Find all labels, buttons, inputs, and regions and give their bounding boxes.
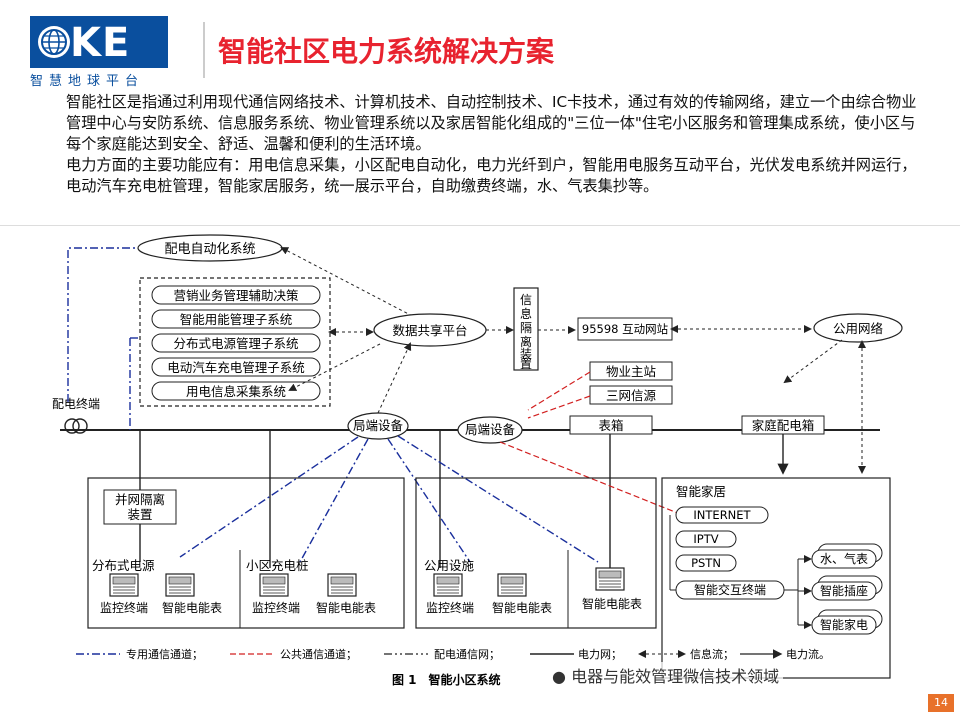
legend-power-flow: 电力流。 (786, 647, 830, 661)
svg-text:信息隔离装置: 信息隔离装置 (520, 293, 532, 371)
meter-icon (327, 573, 357, 597)
local-device-label: 局端设备 (353, 418, 404, 433)
device-label: 水、气表 (820, 551, 868, 566)
header-divider (203, 22, 205, 78)
smart-home-item: IPTV (693, 532, 718, 546)
meter-box-node: 表箱 (569, 415, 653, 435)
property-station-label: 物业主站 (606, 364, 656, 379)
intro-text: 智能社区是指通过利用现代通信网络技术、计算机技术、自动控制技术、IC卡技术，通过… (66, 92, 926, 197)
device-label: 智能插座 (820, 583, 868, 598)
smart-home-item: PSTN (691, 556, 721, 570)
local-device-node-2: 局端设备 (457, 416, 523, 444)
smart-meter-label: 智能电能表 (162, 600, 222, 615)
data-sharing-platform-node: 数据共享平台 (373, 313, 487, 347)
distribution-automation-label: 配电自动化系统 (164, 242, 255, 257)
page-title: 智能社区电力系统解决方案 (218, 35, 555, 68)
legend: 专用通信通道； 公共通信通道； 配电通信网； 电力网； 信息流； 电力流。 (76, 647, 830, 661)
meter-icon (595, 567, 625, 591)
data-sharing-platform-label: 数据共享平台 (392, 323, 467, 338)
figure-caption: 图 1 智能小区系统 (392, 672, 501, 687)
legend-public: 公共通信通道； (280, 647, 357, 661)
local-device-node-1: 局端设备 (347, 412, 409, 440)
wechat-icon: ● (552, 667, 566, 686)
distributed-power-label: 分布式电源 (92, 558, 155, 573)
meter-icon (497, 573, 527, 597)
home-distribution-label: 家庭配电箱 (752, 418, 815, 433)
grid-isolation-device: 并网隔离 装置 (103, 489, 177, 525)
public-facilities-box (415, 477, 657, 629)
intro-paragraph-2: 电力方面的主要功能应有：用电信息采集，小区配电自动化，电力光纤到户，智能用电服务… (66, 156, 917, 195)
intro-paragraph-1: 智能社区是指通过利用现代通信网络技术、计算机技术、自动控制技术、IC卡技术，通过… (66, 93, 917, 153)
page-number-badge: 14 (928, 694, 954, 712)
local-device-label: 局端设备 (465, 422, 516, 437)
svg-text:装置: 装置 (127, 507, 152, 522)
device-label: 智能家电 (820, 617, 868, 632)
distribution-terminal-label: 配电终端 (52, 396, 100, 411)
subsystem-list: 营销业务管理辅助决策 智能用能管理子系统 分布式电源管理子系统 电动汽车充电管理… (151, 285, 321, 401)
legend-distribution: 配电通信网； (434, 648, 500, 661)
distribution-automation-node: 配电自动化系统 (137, 234, 283, 262)
public-network-node: 公用网络 (813, 313, 903, 343)
interactive-site-label: 95598 互动网站 (582, 322, 669, 336)
distributed-power-box (87, 477, 405, 629)
meter-box-label: 表箱 (598, 418, 623, 433)
smart-home-item: INTERNET (693, 508, 751, 522)
globe-icon (38, 26, 70, 58)
meter-icon (165, 573, 195, 597)
svg-text:并网隔离: 并网隔离 (115, 492, 165, 507)
logo-text: KE (70, 20, 131, 66)
home-distribution-node: 家庭配电箱 (741, 415, 825, 435)
subsystem-item: 用电信息采集系统 (186, 384, 286, 399)
company-logo: KE (30, 16, 168, 68)
automation-link (67, 247, 138, 402)
charging-pile-label: 小区充电桩 (246, 558, 309, 573)
property-station-node: 物业主站 (589, 361, 673, 381)
public-facilities-label: 公用设施 (424, 558, 475, 573)
subsystem-item: 电动汽车充电管理子系统 (167, 360, 305, 375)
monitoring-terminal-label: 监控终端 (252, 600, 300, 615)
smart-meter-label: 智能电能表 (492, 600, 552, 615)
subsystem-group (139, 277, 331, 407)
monitoring-terminal-icon (259, 573, 289, 597)
smart-home-items: INTERNET IPTV PSTN 智能交互终端 (675, 506, 785, 600)
subsystem-item: 营销业务管理辅助决策 (173, 288, 299, 303)
smart-meter-label: 智能电能表 (316, 600, 376, 615)
monitoring-terminal-icon (109, 573, 139, 597)
triple-network-label: 三网信源 (606, 388, 657, 403)
smart-community-diagram: 配电终端 配电自动化系统 营销业务管理辅助决策 智能用能管理子系统 分布式电源管… (52, 234, 903, 687)
public-network-label: 公用网络 (833, 321, 884, 336)
info-isolation-device: 信息隔离装置 (513, 287, 539, 371)
smart-home-title: 智能家居 (676, 484, 726, 499)
monitoring-terminal-icon (433, 573, 463, 597)
legend-dedicated: 专用通信通道； (126, 647, 203, 661)
device-stack: 水、气表 智能插座 智能家电 (811, 543, 883, 635)
monitoring-terminal-label: 监控终端 (100, 600, 148, 615)
subsystem-item: 智能用能管理子系统 (180, 312, 293, 327)
logo-subtitle: 智慧地球平台 (30, 74, 145, 89)
watermark: ● 电器与能效管理微信技术领域 (548, 662, 784, 688)
section-divider (0, 225, 960, 226)
interactive-terminal-label: 智能交互终端 (694, 582, 766, 597)
watermark-text: 电器与能效管理微信技术领域 (571, 667, 780, 686)
interactive-site-node: 95598 互动网站 (577, 317, 673, 341)
transformer-icon (64, 418, 88, 434)
triple-network-node: 三网信源 (589, 385, 673, 405)
subsystem-item: 分布式电源管理子系统 (173, 336, 298, 351)
smart-meter-label: 智能电能表 (582, 596, 642, 611)
monitoring-terminal-label: 监控终端 (426, 600, 474, 615)
legend-info: 信息流； (690, 647, 734, 661)
legend-power: 电力网； (578, 648, 622, 661)
